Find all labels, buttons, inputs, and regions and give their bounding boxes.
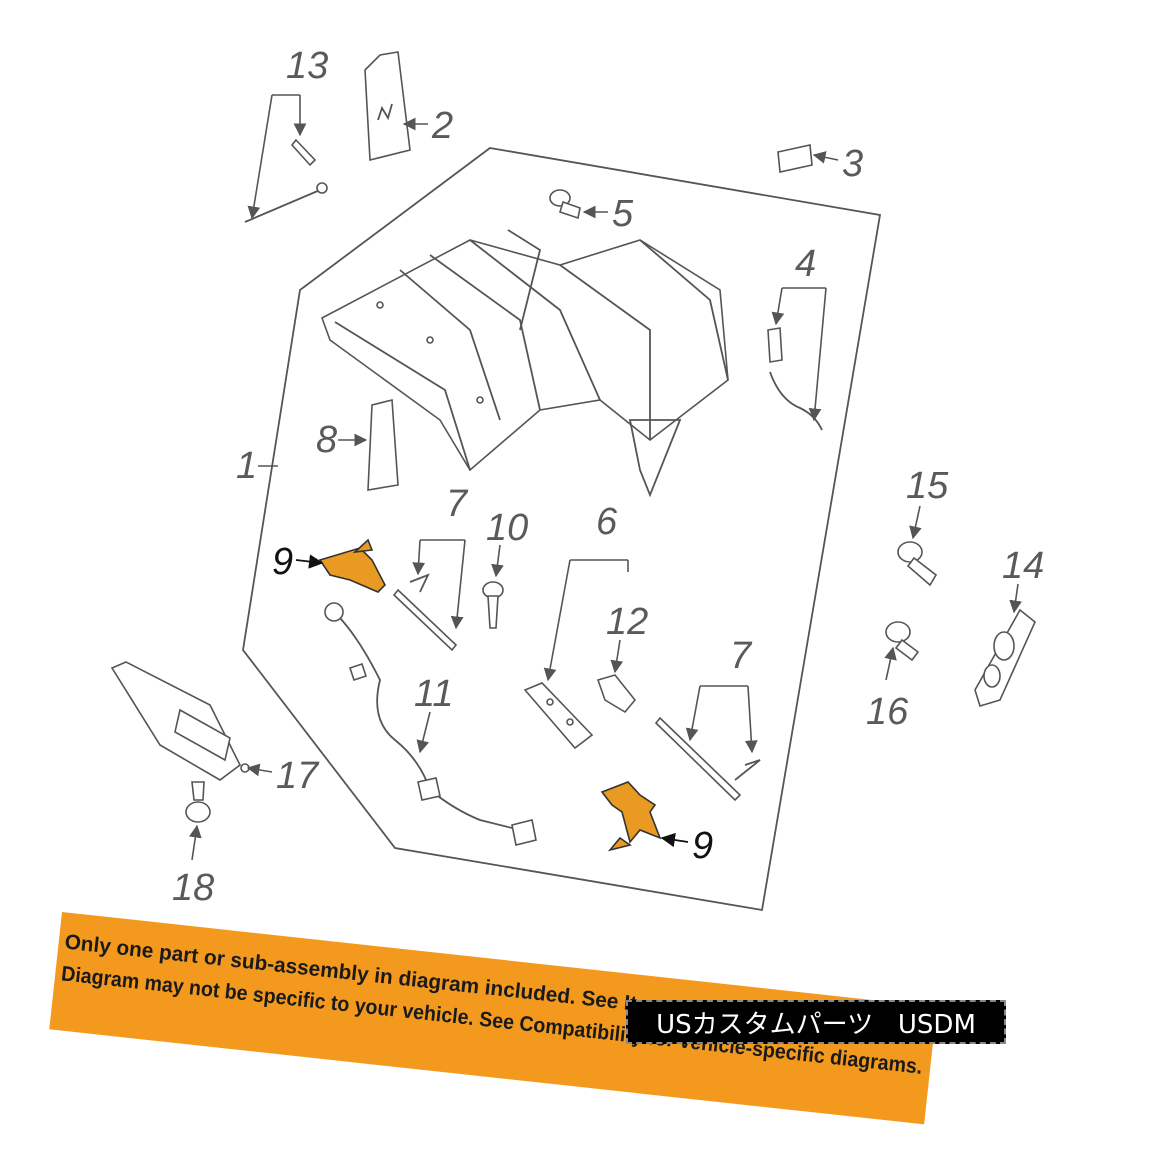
- part-9-latch-right: [600, 781, 662, 852]
- callout-7b: 7: [730, 635, 753, 677]
- part-3-pad: [777, 144, 813, 173]
- leader-18: [188, 824, 202, 861]
- part-8-package: [367, 398, 399, 491]
- part-7-rod-right: [654, 685, 761, 802]
- callout-4: 4: [795, 243, 816, 285]
- callout-15: 15: [906, 465, 949, 507]
- callout-9b: 9: [692, 825, 713, 867]
- callout-12: 12: [606, 601, 648, 643]
- callout-6: 6: [596, 501, 618, 543]
- callout-1: 1: [236, 445, 257, 487]
- convertible-top-frame: [321, 229, 729, 498]
- leader-11: [416, 711, 431, 754]
- leader-3: [812, 151, 839, 164]
- callout-13: 13: [286, 45, 328, 87]
- part-12-clip: [596, 674, 637, 714]
- part-16-bolt: [885, 621, 920, 662]
- callout-9a: 9: [272, 541, 293, 583]
- leader-12: [610, 639, 624, 674]
- leader-9a: [295, 554, 324, 569]
- part-10-bolt: [482, 581, 504, 629]
- leader-14: [1009, 583, 1022, 614]
- callout-7a: 7: [446, 483, 469, 525]
- leader-17: [246, 763, 273, 777]
- part-6-bracket: [523, 559, 629, 750]
- part-4-cable-bolt: [767, 287, 827, 431]
- callout-10: 10: [486, 507, 528, 549]
- leader-15: [909, 505, 922, 540]
- callout-11: 11: [414, 673, 453, 715]
- part-9-latch-left: [318, 538, 386, 593]
- callout-8: 8: [316, 419, 337, 461]
- part-11-wire-harness: [324, 602, 537, 846]
- banner-background: [49, 912, 937, 1125]
- part-17-module: [110, 661, 250, 781]
- shop-watermark: USカスタムパーツ USDM: [626, 1000, 1006, 1044]
- leader-10: [491, 544, 504, 578]
- leader-16: [884, 646, 897, 681]
- part-15-bolt: [897, 541, 938, 587]
- part-13-cable-set: [244, 94, 328, 223]
- callout-18: 18: [172, 867, 214, 909]
- part-14-trim: [974, 608, 1036, 707]
- part-18-bolt: [185, 781, 211, 823]
- assembly-boundary: [242, 147, 882, 912]
- callout-5: 5: [612, 193, 634, 235]
- part-5-fastener: [549, 189, 581, 220]
- leader-9b: [660, 832, 689, 848]
- callout-17: 17: [276, 755, 320, 797]
- callout-16: 16: [866, 691, 909, 733]
- callout-3: 3: [842, 143, 863, 185]
- part-2-package: [364, 51, 411, 162]
- callout-2: 2: [431, 105, 453, 147]
- part-7-rod-left: [392, 539, 466, 652]
- callout-14: 14: [1002, 545, 1044, 587]
